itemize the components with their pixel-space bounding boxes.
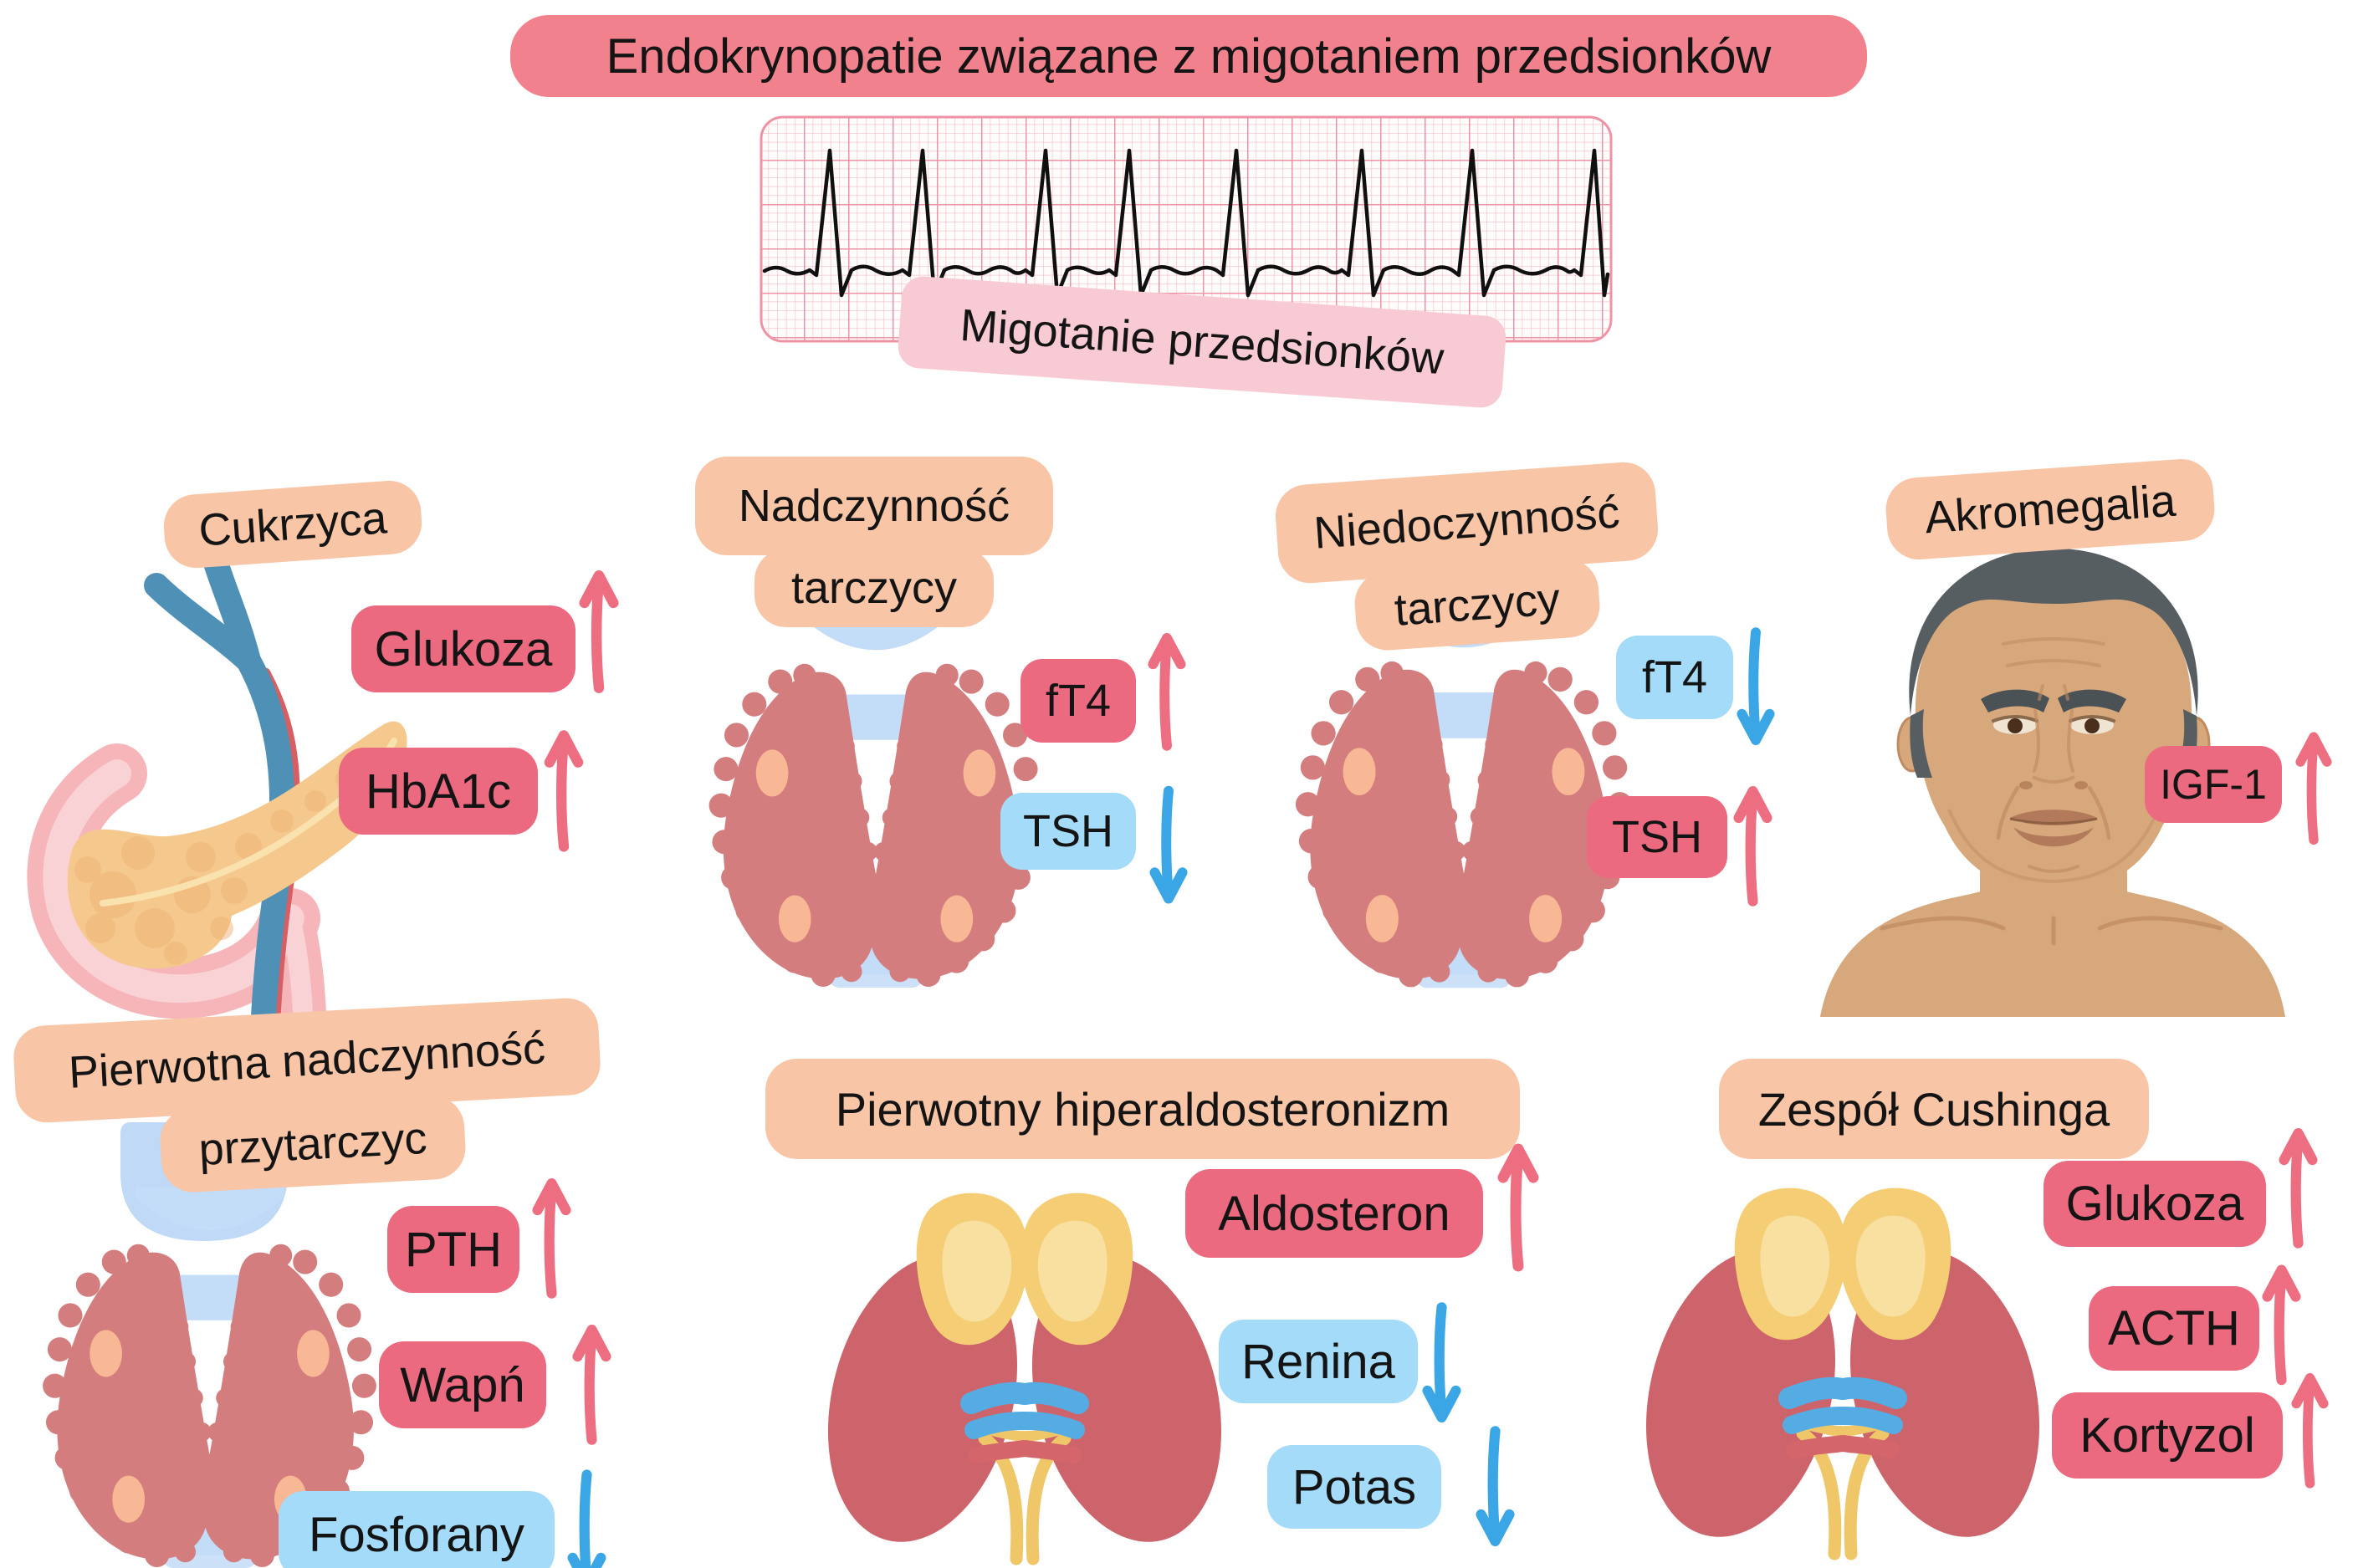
pancreas-illustration xyxy=(27,548,407,1054)
marker-fosforany: Fosforany xyxy=(279,1491,555,1568)
kidneys-adrenal-illustration xyxy=(807,1189,1242,1565)
thyroid-illustration xyxy=(708,607,1043,988)
marker-potas: Potas xyxy=(1267,1445,1441,1529)
ecg-strip xyxy=(760,115,1613,343)
condition-label-line2: tarczycy xyxy=(754,549,994,627)
down-arrow-icon xyxy=(1737,619,1775,757)
title-banner: Endokrynopatie związane z migotaniem prz… xyxy=(510,15,1867,97)
acromegaly-face-illustration xyxy=(1820,548,2285,1017)
up-arrow-icon xyxy=(2279,1119,2318,1254)
kidneys-adrenal-illustration xyxy=(1625,1184,2060,1560)
marker-igf1: IGF-1 xyxy=(2145,746,2282,823)
marker-tsh: TSH xyxy=(1000,793,1136,870)
marker-pth: PTH xyxy=(387,1206,519,1293)
thyroid-illustration xyxy=(1295,604,1633,988)
ecg-trace xyxy=(762,148,1610,298)
marker-glukoza: Glukoza xyxy=(351,605,575,692)
up-arrow-icon xyxy=(1733,778,1772,912)
condition-label: Zespół Cushinga xyxy=(1719,1059,2149,1159)
condition-label-line1: Nadczynność xyxy=(695,457,1053,555)
marker-kortyzol: Kortyzol xyxy=(2052,1392,2283,1479)
up-arrow-icon xyxy=(2291,1366,2329,1492)
marker-renina: Renina xyxy=(1219,1320,1418,1403)
marker-ft4: fT4 xyxy=(1616,636,1733,719)
down-arrow-icon xyxy=(1476,1422,1515,1554)
marker-tsh: TSH xyxy=(1587,796,1727,878)
up-arrow-icon xyxy=(579,565,619,695)
down-arrow-icon xyxy=(1422,1298,1461,1430)
up-arrow-icon xyxy=(544,726,584,853)
marker-aldosteron: Aldosteron xyxy=(1185,1169,1483,1258)
condition-label-line2: przytarczyc xyxy=(158,1094,468,1194)
up-arrow-icon xyxy=(2295,724,2332,850)
up-arrow-icon xyxy=(572,1313,611,1453)
up-arrow-icon xyxy=(532,1169,571,1305)
up-arrow-icon xyxy=(1497,1134,1539,1278)
marker-wapn: Wapń xyxy=(379,1341,546,1428)
condition-label: Pierwotny hiperaldosteronizm xyxy=(765,1059,1520,1159)
marker-glukoza: Glukoza xyxy=(2044,1161,2266,1247)
marker-acth: ACTH xyxy=(2089,1286,2259,1371)
down-arrow-icon xyxy=(567,1468,606,1568)
marker-ft4: fT4 xyxy=(1020,659,1136,743)
down-arrow-icon xyxy=(1149,781,1188,912)
marker-hba1c: HbA1c xyxy=(339,748,538,835)
up-arrow-icon xyxy=(1148,626,1186,755)
